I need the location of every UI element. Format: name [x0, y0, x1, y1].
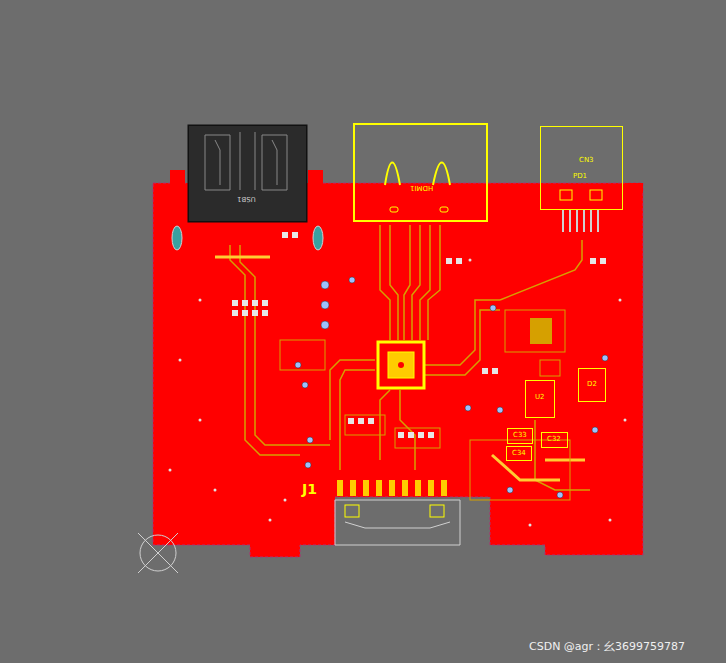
traces: [230, 225, 590, 490]
board-tab: [308, 170, 323, 184]
usb-connector: USB1: [188, 125, 307, 222]
board-tab: [170, 170, 185, 184]
mount-hole: [313, 226, 323, 250]
origin-marker: [138, 533, 178, 573]
ref-designator: PD1: [573, 173, 587, 181]
ref-designator: C33: [513, 432, 527, 440]
ref-designator: HDMI1: [410, 183, 433, 191]
hdmi-hole: [390, 207, 398, 212]
j1-tab: [345, 505, 359, 517]
watermark: CSDN @agr：幺3699759787: [529, 641, 685, 653]
ref-designator: CN3: [579, 157, 594, 165]
hdmi-connector: HDMI1: [353, 123, 488, 222]
main-ic: [378, 342, 424, 388]
usb-contacts: [215, 132, 277, 190]
hdmi-shell: [385, 163, 450, 186]
vias: [295, 277, 608, 498]
j1-body: [335, 500, 460, 545]
ic-pad: [388, 352, 414, 378]
via: [398, 362, 404, 368]
pcb-board: [153, 183, 643, 557]
pad: [560, 190, 572, 200]
fuse: [530, 318, 552, 344]
stitch-vias: [169, 259, 627, 527]
j1-outline: [345, 522, 450, 528]
hdmi-hole: [440, 207, 448, 212]
power-traces: [215, 257, 585, 480]
typec-connector: CN3PD1: [540, 126, 623, 210]
designator: J1: [302, 482, 317, 497]
board-tab: [625, 183, 643, 193]
ref-designator: U2: [535, 394, 545, 402]
pad: [590, 190, 602, 200]
ref-designator: USB1: [237, 194, 256, 202]
smd-pads: [232, 232, 606, 438]
usb-body: [188, 125, 307, 222]
component-outlines: [280, 310, 570, 500]
mount-hole: [172, 226, 182, 250]
capacitor: C33: [507, 428, 533, 444]
diode-d2: D2: [578, 368, 606, 402]
ref-designator: D2: [587, 381, 597, 389]
ref-designator: C34: [512, 450, 526, 458]
regulator-u2: U2: [525, 380, 555, 418]
capacitor: C32: [541, 432, 568, 448]
j1-pins: [337, 480, 447, 496]
ref-designator: C32: [547, 436, 561, 444]
usb-contacts: [205, 135, 287, 190]
pins: [563, 210, 598, 232]
j1-tab: [430, 505, 444, 517]
capacitor: C34: [506, 446, 532, 461]
